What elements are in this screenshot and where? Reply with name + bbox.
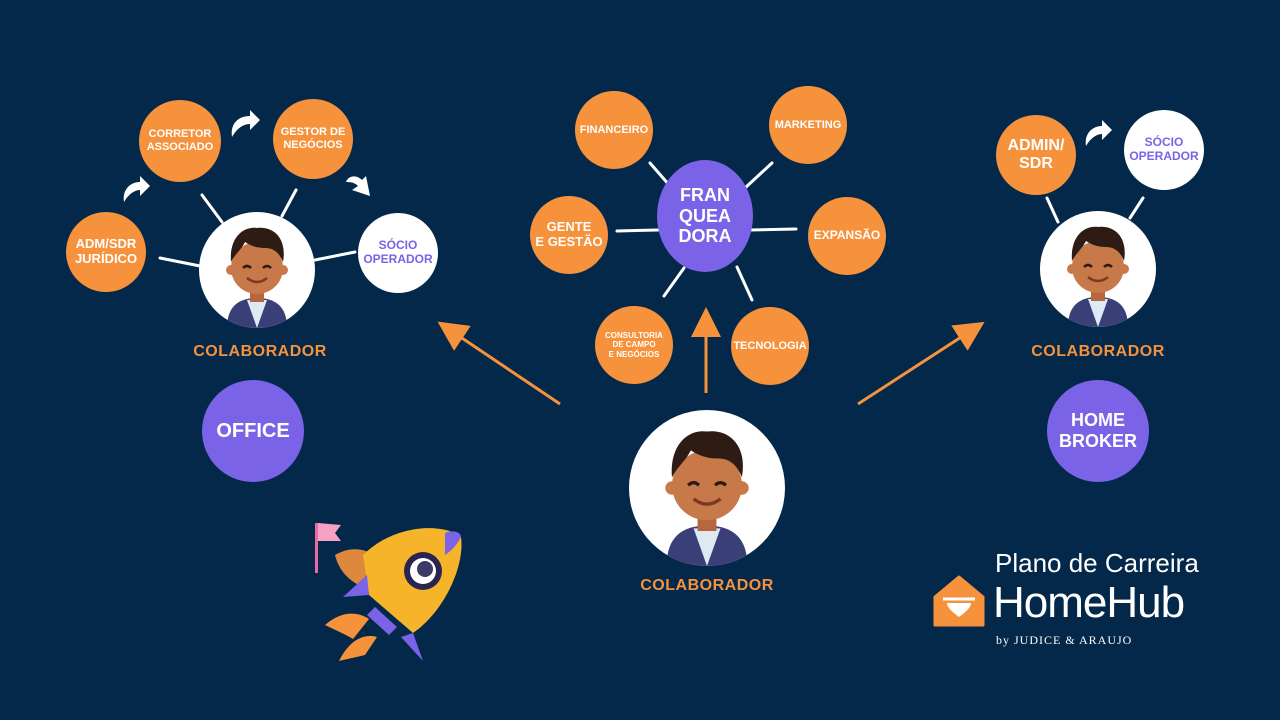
node-expansao: EXPANSÃO (808, 197, 886, 275)
model-home-broker: HOME BROKER (1047, 380, 1149, 482)
right-colaborador-label: COLABORADOR (1031, 343, 1165, 360)
node-adm-sdr-juridico: ADM/SDR JURÍDICO (66, 212, 146, 292)
node-consultoria-de-campo: CONSULTORIA DE CAMPO E NEGÓCIOS (595, 306, 673, 384)
node-tecnologia: TECNOLOGIA (731, 307, 809, 385)
brand-name: HomeHub (993, 578, 1185, 627)
node-gestor-de-negocios: GESTOR DE NEGÓCIOS (273, 99, 353, 179)
person-avatar-icon (629, 410, 785, 566)
model-office: OFFICE (202, 380, 304, 482)
arrow-to-home-broker (857, 321, 985, 406)
node-socio-operador-right: SÓCIO OPERADOR (1124, 110, 1204, 190)
node-admin-sdr: ADMIN/ SDR (996, 115, 1076, 195)
hub-franqueadora: FRAN QUEA DORA (657, 160, 753, 272)
center-colaborador-label: COLABORADOR (640, 577, 774, 594)
curved-arrow-icon (123, 110, 1112, 202)
left-colaborador-label: COLABORADOR (193, 343, 327, 360)
node-corretor-associado: CORRETOR ASSOCIADO (139, 100, 221, 182)
person-avatar-icon (199, 212, 315, 328)
node-socio-operador: SÓCIO OPERADOR (358, 213, 438, 293)
arrow-to-office (437, 321, 561, 406)
node-marketing: MARKETING (769, 86, 847, 164)
person-avatar-icon (1040, 211, 1156, 327)
house-heart-logo-icon (933, 575, 985, 627)
node-financeiro: FINANCEIRO (575, 91, 653, 169)
rocket-icon (315, 523, 462, 661)
brand-by: by JUDICE & ARAUJO (996, 633, 1133, 647)
brand-title: Plano de Carreira (995, 548, 1199, 578)
node-gente-e-gestao: GENTE E GESTÃO (530, 196, 608, 274)
